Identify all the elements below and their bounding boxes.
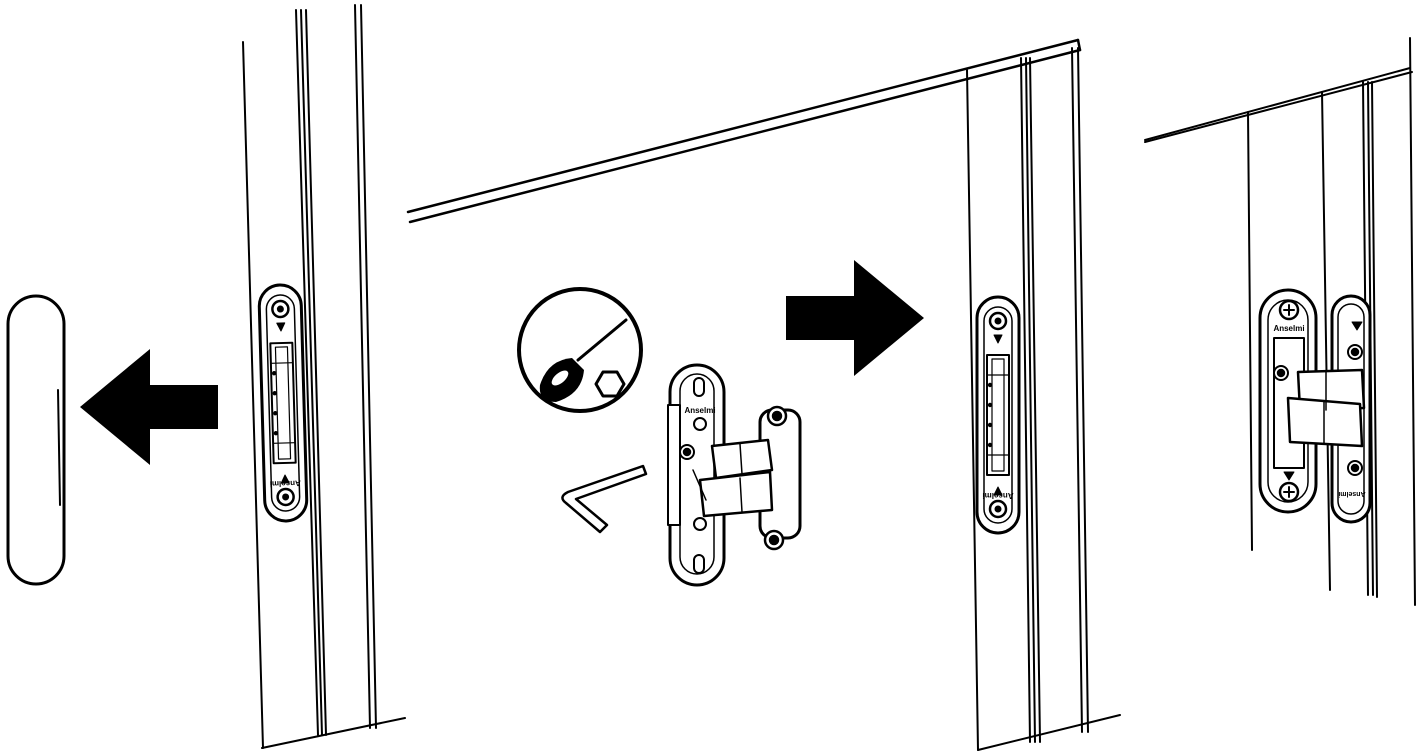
hex-key: [562, 466, 646, 532]
screwdriver-icon: [519, 289, 641, 411]
hinge-body-closed: Anselmi: [259, 284, 308, 521]
hinge-installed: Anselmi Anselmi: [1260, 290, 1370, 522]
right-arrow: [786, 260, 924, 376]
step-3-installed: Anselmi Anselmi: [1145, 38, 1415, 605]
hinge-body-closed-2: Anselmi: [977, 297, 1019, 533]
wall-edge: [408, 40, 1080, 222]
step-2-adjust: Anselmi: [408, 40, 1120, 750]
brand-label: Anselmi: [270, 479, 301, 489]
left-arrow: [80, 349, 218, 465]
brand-label-3: Anselmi: [1273, 324, 1304, 333]
hinge-cover: [8, 296, 64, 584]
brand-label-4: Anselmi: [1338, 490, 1365, 497]
brand-label-open: Anselmi: [684, 406, 715, 415]
step-1-remove-cover: Anselmi: [8, 5, 405, 748]
hinge-open: Anselmi: [668, 365, 800, 585]
brand-label-2: Anselmi: [982, 491, 1013, 500]
